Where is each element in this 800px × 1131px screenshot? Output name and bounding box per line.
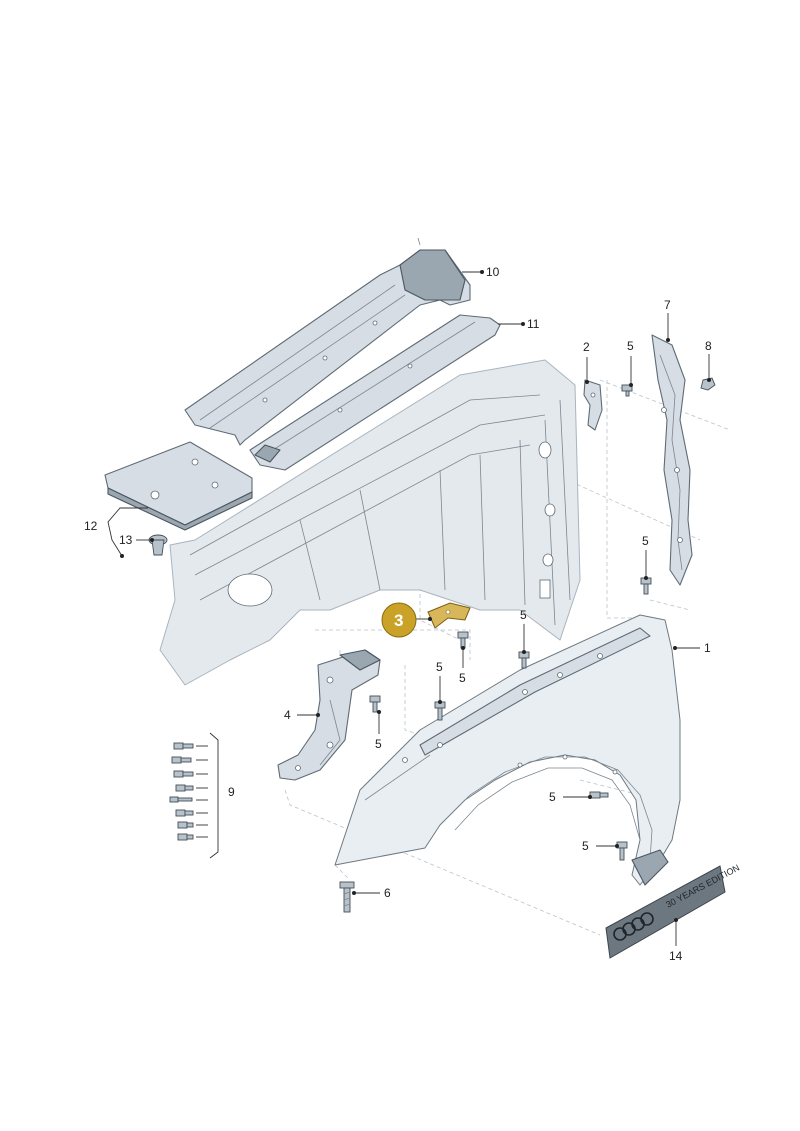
- callouts: 1 2 3 4 5 5 5 5 5 5 5: [84, 265, 712, 963]
- part-3-bracket: [427, 602, 471, 629]
- part-10-upper-cover: [184, 237, 471, 446]
- label-12: 12: [84, 519, 98, 533]
- label-5-d: 5: [520, 608, 527, 622]
- body-shell-assembly: [159, 359, 581, 686]
- label-2: 2: [583, 340, 590, 354]
- fastener-row-3: [173, 770, 194, 778]
- bolt-5-a: [621, 384, 633, 397]
- label-11: 11: [527, 317, 540, 331]
- label-6: 6: [384, 886, 391, 900]
- part-2-bracket: [583, 379, 603, 431]
- four-rings-logo: [613, 912, 654, 941]
- fastener-row-4: [175, 784, 194, 792]
- part-6-screw: [339, 881, 355, 913]
- bolts-part-5: [369, 384, 652, 861]
- fastener-row-6: [175, 809, 194, 817]
- label-5-h: 5: [582, 839, 589, 853]
- bolt-5-b: [640, 577, 652, 595]
- label-4: 4: [284, 708, 291, 722]
- label-7: 7: [664, 298, 671, 312]
- label-3: 3: [394, 611, 403, 630]
- part-11-lower-strip: [249, 314, 501, 471]
- bolt-5-d: [518, 651, 530, 669]
- label-10: 10: [486, 265, 500, 279]
- part-7-seal-strip: [651, 334, 693, 586]
- label-5-c: 5: [459, 671, 466, 685]
- fastener-row-1: [173, 742, 194, 750]
- part-14-emblem: 30 YEARS EDITION: [605, 862, 741, 959]
- label-5-b: 5: [642, 534, 649, 548]
- label-13: 13: [119, 533, 133, 547]
- highlight-badge-3: [381, 602, 417, 638]
- fastener-row-5: [169, 796, 193, 803]
- fastener-row-8: [177, 833, 194, 841]
- part-4-bracket: [277, 649, 381, 781]
- part-9-fastener-set: [169, 732, 219, 859]
- bolt-5-f: [369, 695, 381, 713]
- label-5-a: 5: [627, 339, 634, 353]
- part-8-clip: [700, 377, 716, 391]
- fastener-row-2: [171, 756, 192, 764]
- label-9: 9: [228, 785, 235, 799]
- label-5-e: 5: [436, 660, 443, 674]
- label-5-g: 5: [549, 790, 556, 804]
- part-1-fender: [334, 614, 681, 886]
- part-12-plate: [104, 441, 253, 531]
- label-1: 1: [704, 641, 711, 655]
- label-8: 8: [705, 339, 712, 353]
- label-5-f: 5: [375, 737, 382, 751]
- fastener-row-7: [177, 821, 194, 829]
- part-13-clip: [148, 534, 168, 556]
- bolt-5-g: [589, 791, 609, 799]
- label-14: 14: [669, 949, 683, 963]
